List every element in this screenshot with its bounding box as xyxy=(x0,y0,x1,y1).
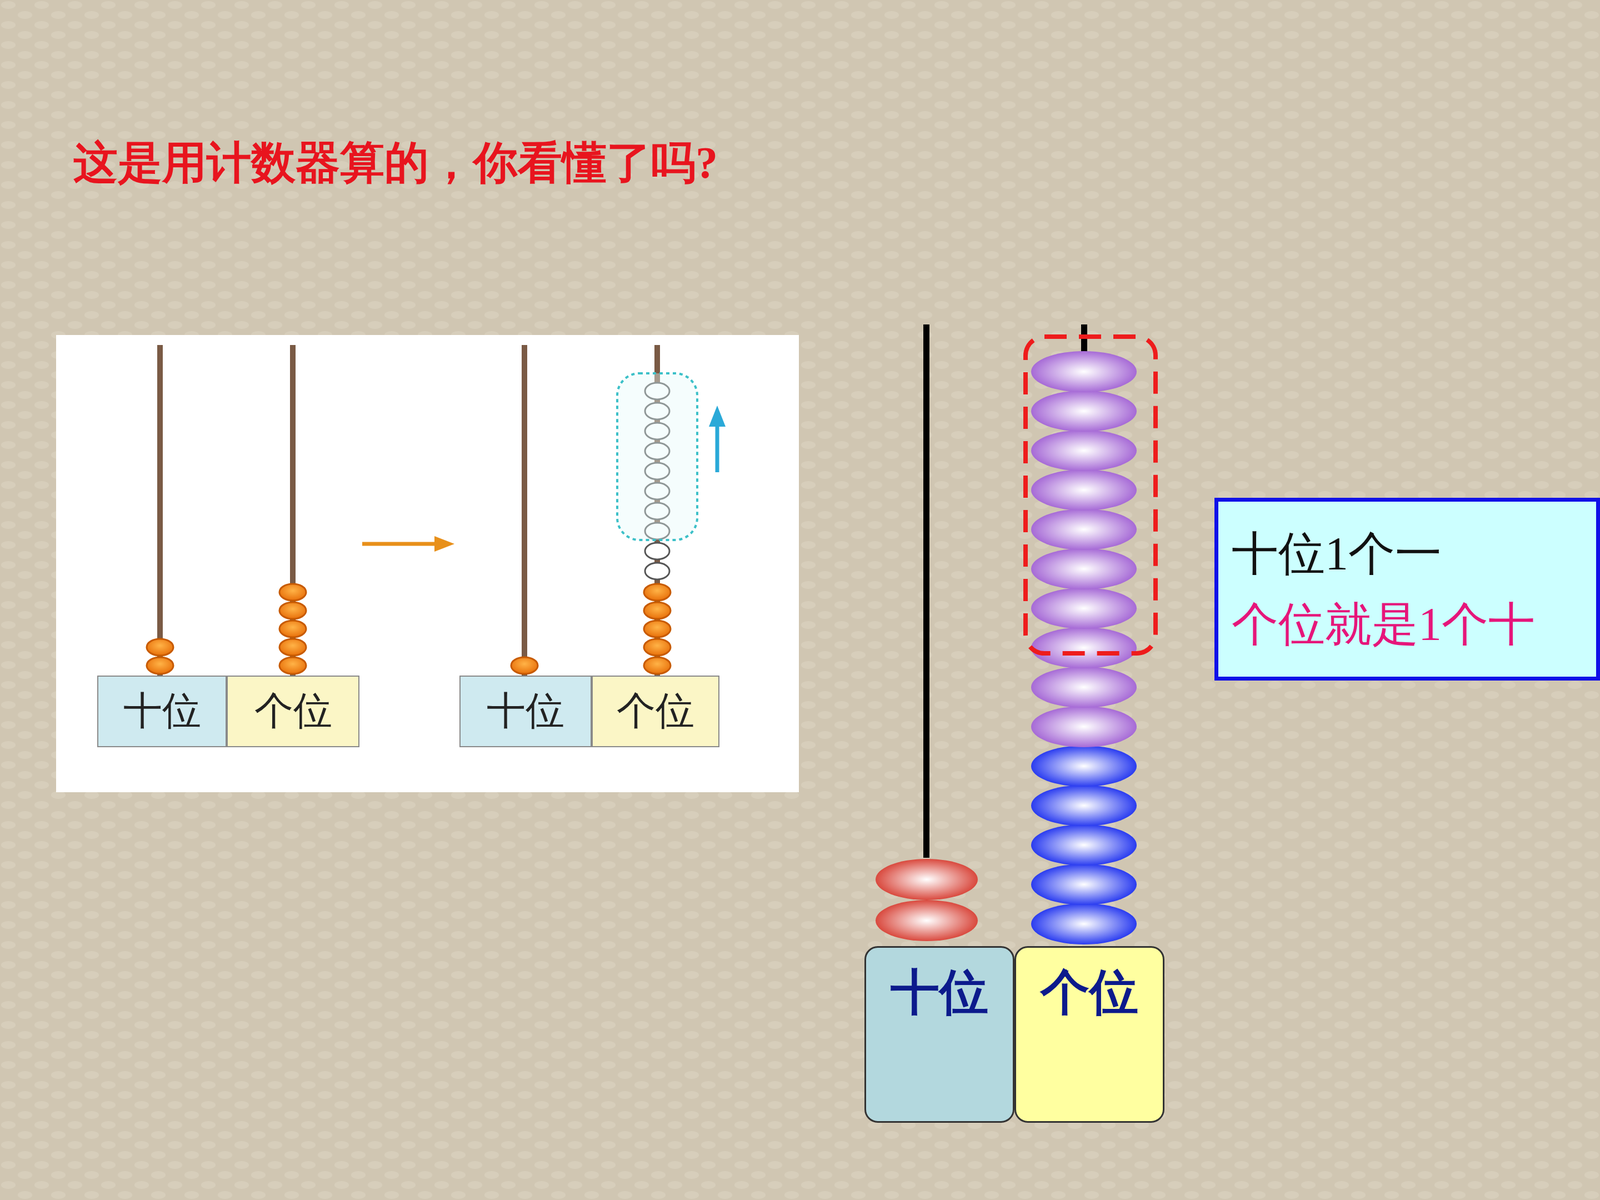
up-arrow xyxy=(708,405,726,473)
place-name: 十位 xyxy=(890,964,989,1021)
right-arrow xyxy=(362,536,455,552)
place-name: 个位 xyxy=(616,688,695,734)
place-label: 十位 xyxy=(459,675,592,748)
place-name: 个位 xyxy=(1040,964,1139,1021)
picture-panel xyxy=(56,335,799,793)
place-label: 十位 xyxy=(864,946,1015,1123)
abacus-beads xyxy=(146,382,671,674)
place-name: 十位 xyxy=(123,688,202,734)
note-text: 个位就是1个十 xyxy=(1231,597,1535,652)
place-label: 个位 xyxy=(226,675,360,748)
place-label: 个位 xyxy=(591,675,720,748)
tens-rod xyxy=(923,324,930,858)
place-label: 个位 xyxy=(1014,946,1165,1123)
group-outline xyxy=(617,373,698,540)
slide-title: 这是用计数器算的，你看懂了吗? xyxy=(73,133,718,194)
note-box: 十位1个一个位就是1个十 xyxy=(1214,497,1600,681)
note-text: 十位1个一 xyxy=(1231,527,1442,582)
place-name: 十位 xyxy=(486,688,565,734)
place-label: 十位 xyxy=(97,675,227,748)
group-outline xyxy=(1025,336,1156,654)
abacus-beads xyxy=(875,351,1137,945)
place-name: 个位 xyxy=(254,688,333,734)
abacus-rods xyxy=(157,345,660,676)
